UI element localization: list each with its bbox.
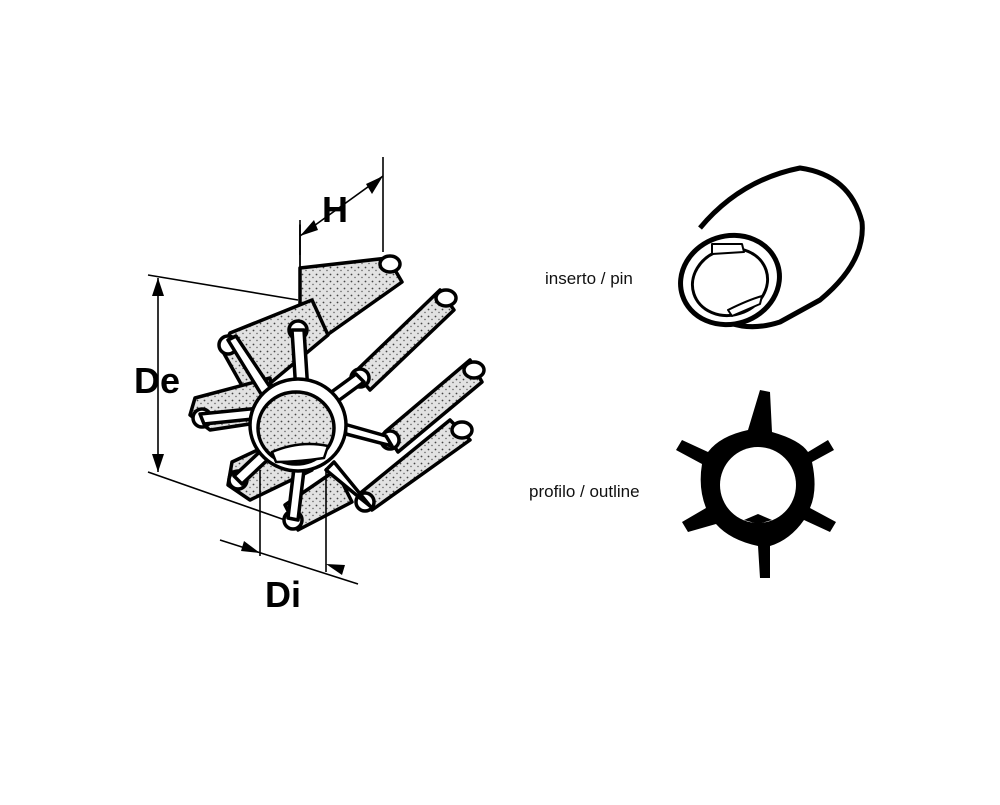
insert-pin-drawing (678, 165, 865, 330)
dimension-lines (147, 157, 384, 585)
height-dimension-label: H (322, 189, 348, 230)
impeller-3d (188, 224, 486, 532)
profile-outline-caption: profilo / outline (529, 482, 640, 501)
outer-diameter-label: De (134, 360, 181, 401)
insert-pin-caption: inserto / pin (545, 269, 633, 288)
inner-diameter-label: Di (265, 574, 301, 615)
impeller-hub (248, 377, 348, 473)
profile-outline-drawing (676, 390, 836, 578)
